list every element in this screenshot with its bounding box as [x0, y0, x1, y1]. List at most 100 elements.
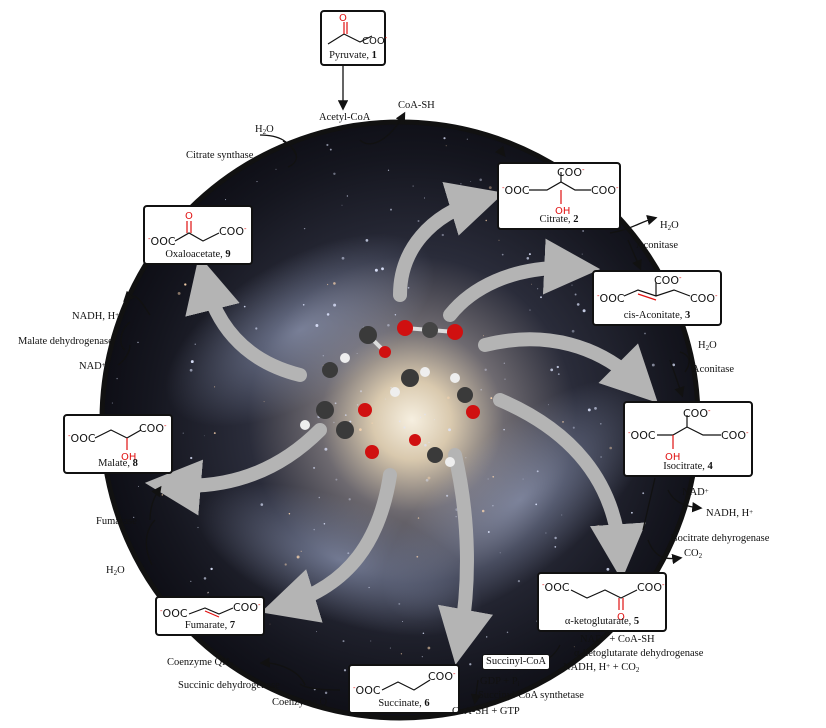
star: [137, 341, 139, 344]
star: [402, 621, 404, 622]
star: [197, 297, 200, 300]
carboxylate-label: -OOC: [68, 432, 96, 445]
star: [631, 511, 633, 514]
oxaloacetate-caption: Oxaloacetate, 9: [165, 249, 231, 260]
co2-label: CO2: [684, 548, 703, 560]
star: [581, 253, 583, 255]
star: [423, 197, 426, 199]
star: [597, 525, 600, 528]
star: [182, 432, 184, 434]
carbon-atom: [427, 447, 443, 463]
star: [571, 284, 573, 286]
arrow: [117, 344, 131, 366]
oxygen-atom: [447, 324, 463, 340]
star: [642, 492, 645, 495]
star: [255, 327, 258, 330]
arrow: [667, 489, 703, 513]
star: [427, 476, 431, 480]
hydrogen-atom: [300, 420, 310, 430]
cis-aconitate-box: COO- -OOC COO- cis-Aconitate, 3: [592, 270, 722, 326]
oxygen-atom: [409, 434, 421, 446]
arrow: [609, 214, 658, 234]
star: [322, 355, 324, 357]
star: [481, 509, 485, 513]
star: [243, 305, 246, 308]
star: [403, 426, 406, 429]
star: [190, 360, 194, 364]
carboxylate-label: COO-: [139, 422, 167, 435]
star: [547, 404, 549, 406]
star: [434, 419, 435, 421]
star: [488, 186, 492, 190]
star: [421, 656, 423, 658]
star: [487, 478, 489, 480]
star: [197, 526, 199, 529]
star: [443, 137, 446, 140]
star: [341, 204, 343, 206]
succinate-box: -OOC COO- Succinate, 6: [348, 664, 460, 714]
carboxylate-label: COO-: [654, 274, 682, 287]
star: [333, 303, 337, 307]
star: [490, 397, 493, 400]
arrow: [642, 477, 656, 531]
carbon-atom: [336, 421, 354, 439]
nad-label: NAD+: [79, 361, 106, 372]
star: [424, 413, 426, 416]
star: [504, 378, 506, 380]
cis-aconitate-structure: COO- -OOC COO-: [597, 274, 718, 305]
star: [381, 267, 384, 271]
star: [522, 478, 524, 480]
star: [554, 546, 557, 548]
star: [407, 287, 410, 289]
carbon-atom: [401, 369, 419, 387]
star: [324, 691, 328, 695]
star: [207, 591, 209, 593]
star: [485, 219, 487, 222]
alpha-ketoglutarate-caption: α-ketoglutarate, 5: [564, 616, 640, 627]
star: [417, 517, 420, 519]
star: [466, 138, 468, 140]
star: [441, 233, 444, 237]
oxaloacetate-box: -OOC O COO- Oxaloacetate, 9: [143, 205, 253, 265]
star: [333, 172, 336, 176]
star: [394, 314, 397, 316]
carboxylate-label: COO-: [428, 670, 456, 683]
oxygen-atom: [358, 403, 372, 417]
coenzyme-q-label: Coenzyme Q: [272, 697, 328, 708]
cis-aconitate-caption: cis-Aconitate, 3: [623, 310, 691, 321]
star: [445, 145, 447, 147]
citrate-box: COO- -OOC COO- OH Citrate, 2: [497, 162, 621, 230]
star: [626, 388, 628, 390]
star: [329, 148, 332, 151]
star: [276, 602, 278, 605]
carboxylate-label: COO-: [219, 225, 247, 238]
star: [390, 386, 392, 389]
star: [133, 516, 135, 518]
star: [203, 435, 205, 437]
star: [203, 577, 207, 580]
hydrogen-atom: [340, 353, 350, 363]
star: [390, 208, 392, 211]
star: [315, 324, 319, 327]
malate-structure: -OOC COO- OH: [68, 422, 167, 463]
carboxylate-label: COO-: [637, 581, 665, 594]
succinic-dehydrogenase-label: Succinic dehydrogenase: [178, 680, 280, 691]
hydroxyl-label: OH: [121, 452, 136, 463]
flow-arrow: [443, 238, 601, 322]
gdp-label: GDP + Pi: [480, 676, 520, 688]
carbon-atom: [322, 362, 338, 378]
star: [446, 494, 449, 497]
star: [296, 555, 300, 559]
oxygen-atom: [365, 445, 379, 459]
star: [545, 532, 547, 534]
star: [333, 282, 336, 285]
star: [327, 283, 329, 286]
star: [448, 428, 451, 432]
arrow: [123, 290, 151, 316]
star: [582, 230, 584, 232]
star: [576, 303, 580, 306]
arrow: [669, 359, 685, 398]
star: [225, 199, 227, 201]
flow-arrow: [144, 423, 327, 516]
star: [344, 414, 347, 416]
